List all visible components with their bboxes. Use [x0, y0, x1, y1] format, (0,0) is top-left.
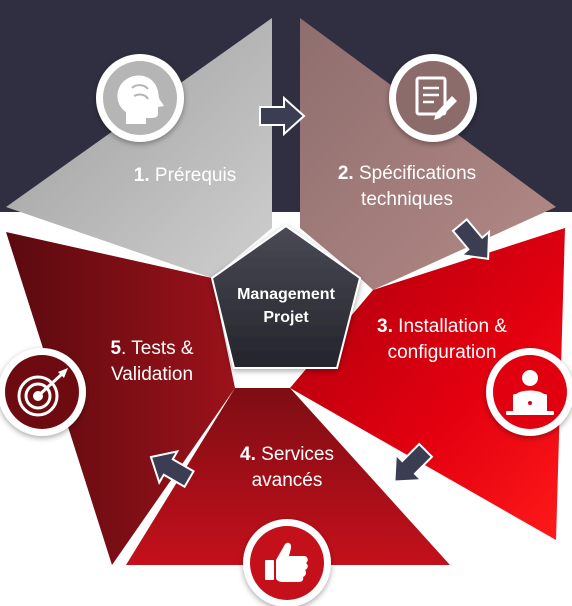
arrow-1-to-2: [259, 95, 306, 137]
step-3-number: 3.: [377, 316, 393, 337]
step-2-title-line-1: Spécifications: [358, 163, 477, 184]
step-1-title: Prérequis: [154, 165, 237, 186]
target-icon: [0, 348, 86, 436]
center-pentagon: [210, 224, 362, 369]
segment-step-3[interactable]: [290, 228, 565, 540]
step-5-title-line-1: . Tests &: [121, 338, 194, 359]
segment-step-1[interactable]: [6, 18, 272, 278]
center-label: Management Projet: [222, 283, 350, 329]
step-3-title-line-2: configuration: [387, 342, 497, 363]
step-4-title-line-2: avancés: [251, 470, 323, 491]
segment-step-2[interactable]: [300, 18, 556, 290]
person-laptop-icon: [486, 348, 572, 436]
arrow-4-to-5: [149, 449, 195, 489]
arrow-2-to-3: [451, 217, 491, 260]
thumbs-up-icon: [243, 519, 331, 606]
step-4-label: 4. Services avancés: [212, 442, 362, 494]
step-5-title-line-2: Validation: [110, 364, 194, 385]
step-5-label: 5. Tests & Validation: [82, 336, 222, 388]
step-1-number: 1.: [133, 165, 150, 186]
head-icon: [96, 54, 184, 142]
arrow-3-to-4: [393, 442, 434, 483]
step-2-label: 2. Spécifications techniques: [312, 161, 502, 213]
center-line-1: Management: [237, 286, 335, 303]
center-line-2: Projet: [263, 309, 309, 326]
step-5-number: 5: [110, 338, 122, 359]
document-edit-icon: [389, 54, 477, 142]
step-2-number: 2.: [337, 163, 354, 184]
step-4-title-line-1: Services: [261, 444, 334, 465]
step-3-title-line-1: Installation &: [398, 316, 507, 337]
segment-step-5[interactable]: [6, 232, 235, 565]
step-2-title-line-2: techniques: [361, 189, 453, 210]
step-3-label: 3. Installation & configuration: [352, 314, 532, 366]
segment-step-4[interactable]: [126, 388, 450, 565]
step-1-label: 1. Prérequis: [110, 163, 260, 189]
step-4-number: 4.: [240, 444, 256, 465]
